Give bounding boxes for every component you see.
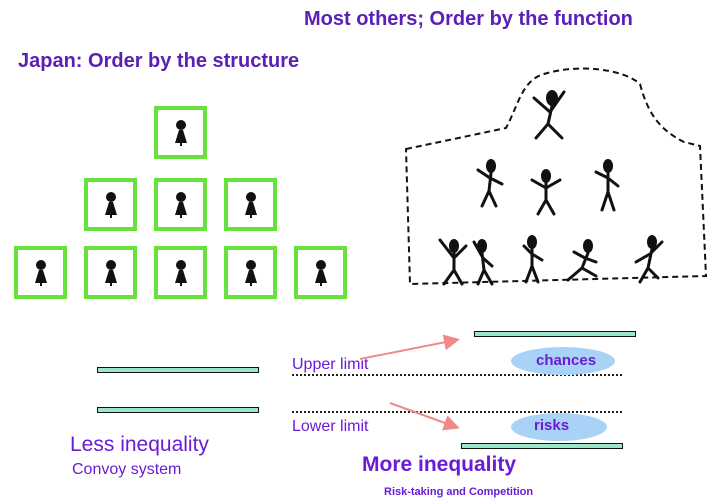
lower-reference-line [292,411,622,413]
right-lower-bar [461,443,623,449]
upper-arrow-icon [359,334,460,360]
risks-label: risks [534,417,570,434]
pyramid-box [154,246,207,299]
person-icon [244,259,257,286]
person-icon [174,191,187,218]
stick-figure-icon [472,239,494,286]
pyramid-box [154,106,207,159]
pyramid-box [84,246,137,299]
pyramid-box [154,178,207,231]
person-icon [34,259,47,286]
person-icon [104,259,117,286]
more-inequality-title: More inequality [362,453,517,476]
stick-figure-icon [594,159,620,212]
pyramid-box [14,246,67,299]
title-most-others: Most others; Order by the function [304,8,633,30]
chances-label: chances [536,352,597,369]
pyramid-box [294,246,347,299]
lower-limit-label: Lower limit [292,418,369,435]
pyramid-box [84,178,137,231]
title-japan: Japan: Order by the structure [18,50,300,72]
chances-ellipse [511,347,615,375]
risk-taking-label: Risk-taking and Competition [384,486,534,498]
person-icon [174,259,187,286]
person-icon [174,119,187,146]
left-lower-bar [97,407,259,413]
free-figures-cloud [404,67,708,286]
stick-figure-icon [438,238,468,286]
stick-figure-icon [522,235,544,284]
pyramid-box [224,246,277,299]
left-upper-bar [97,367,259,373]
upper-limit-label: Upper limit [292,356,369,373]
stick-figure-icon [532,90,566,140]
right-upper-bar [474,331,636,337]
pyramid-box [224,178,277,231]
convoy-system-label: Convoy system [72,461,182,478]
person-icon [244,191,257,218]
person-icon [104,191,117,218]
stick-figure-icon [530,169,562,216]
upper-reference-line [292,374,622,376]
stick-figure-icon [566,239,598,282]
stick-figure-icon [634,235,664,284]
risks-ellipse [511,413,607,441]
person-icon [314,259,327,286]
lower-arrow-icon [389,402,460,431]
less-inequality-title: Less inequality [70,433,209,456]
stick-figure-icon [476,159,504,208]
